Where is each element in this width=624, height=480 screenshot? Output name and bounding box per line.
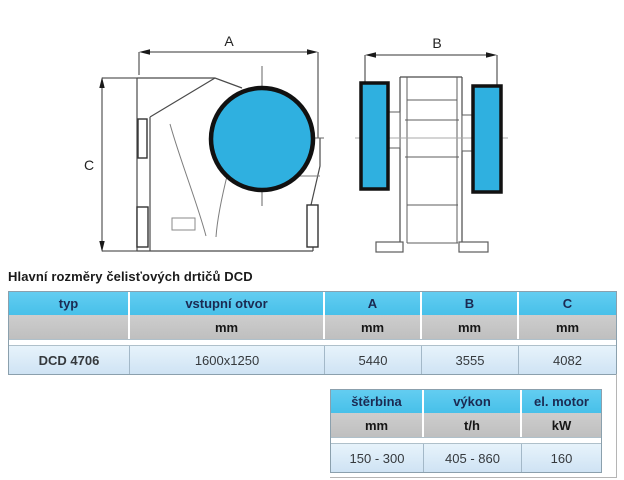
value-b: 3555 bbox=[422, 346, 519, 374]
unit-motor: kW bbox=[522, 413, 601, 437]
dim-c-label: C bbox=[84, 157, 94, 173]
dimensions-table: typ vstupní otvor A B C mm mm mm mm DCD … bbox=[8, 291, 617, 375]
arrowhead-b-right-icon bbox=[486, 52, 497, 58]
unit-output: t/h bbox=[424, 413, 522, 437]
nameplate bbox=[171, 217, 196, 231]
dimension-a bbox=[138, 51, 319, 138]
arrowhead-b-left-icon bbox=[365, 52, 376, 58]
unit-inlet: mm bbox=[130, 315, 325, 339]
front-view: B bbox=[355, 35, 508, 253]
bearing-pads bbox=[136, 118, 319, 248]
value-a: 5440 bbox=[325, 346, 422, 374]
separator-row bbox=[331, 437, 601, 444]
shaft-stubs bbox=[387, 111, 474, 152]
separator-row bbox=[9, 339, 616, 346]
dimension-c bbox=[101, 77, 137, 252]
left-flywheel bbox=[359, 81, 390, 191]
col-header-motor: el. motor bbox=[522, 390, 601, 413]
dimension-b bbox=[364, 54, 498, 85]
value-motor: 160 bbox=[522, 444, 601, 472]
performance-table-header-row: štěrbina výkon el. motor bbox=[331, 390, 601, 413]
col-header-b: B bbox=[422, 292, 519, 315]
table-row: DCD 4706 1600x1250 5440 3555 4082 bbox=[9, 346, 616, 374]
unit-b: mm bbox=[422, 315, 519, 339]
machine-feet bbox=[375, 241, 489, 253]
value-output: 405 - 860 bbox=[424, 444, 522, 472]
page-edge-vertical-line bbox=[616, 374, 617, 478]
value-c: 4082 bbox=[519, 346, 616, 374]
col-header-gap: štěrbina bbox=[331, 390, 424, 413]
col-header-inlet: vstupní otvor bbox=[130, 292, 325, 315]
frame-column bbox=[399, 76, 463, 252]
col-header-c: C bbox=[519, 292, 616, 315]
dimensions-table-unit-row: mm mm mm mm bbox=[9, 315, 616, 339]
arrowhead-a-left-icon bbox=[139, 49, 150, 55]
page-edge-horizontal-line bbox=[330, 477, 617, 478]
performance-table-unit-row: mm t/h kW bbox=[331, 413, 601, 437]
crusher-body bbox=[136, 77, 321, 252]
col-header-typ: typ bbox=[9, 292, 130, 315]
arrowhead-c-bottom-icon bbox=[99, 241, 105, 252]
dimensions-table-header-row: typ vstupní otvor A B C bbox=[9, 292, 616, 315]
frame-sections bbox=[405, 77, 459, 244]
value-type: DCD 4706 bbox=[9, 346, 130, 374]
unit-typ bbox=[9, 315, 130, 339]
right-flywheel bbox=[471, 84, 503, 194]
side-view: A C bbox=[84, 33, 324, 252]
value-gap: 150 - 300 bbox=[331, 444, 424, 472]
arrowhead-a-right-icon bbox=[307, 49, 318, 55]
performance-table: štěrbina výkon el. motor mm t/h kW 150 -… bbox=[330, 389, 602, 473]
col-header-a: A bbox=[325, 292, 422, 315]
table-row: 150 - 300 405 - 860 160 bbox=[331, 444, 601, 472]
jaw-plates bbox=[169, 123, 320, 238]
unit-a: mm bbox=[325, 315, 422, 339]
unit-c: mm bbox=[519, 315, 616, 339]
arrowhead-c-top-icon bbox=[99, 77, 105, 88]
section-title: Hlavní rozměry čelisťových drtičů DCD bbox=[8, 269, 253, 284]
col-header-output: výkon bbox=[424, 390, 522, 413]
dim-b-label: B bbox=[432, 35, 441, 51]
technical-drawing: A C bbox=[84, 33, 508, 253]
unit-gap: mm bbox=[331, 413, 424, 437]
dim-a-label: A bbox=[224, 33, 234, 49]
value-inlet: 1600x1250 bbox=[130, 346, 325, 374]
flywheel-circle bbox=[208, 85, 316, 193]
